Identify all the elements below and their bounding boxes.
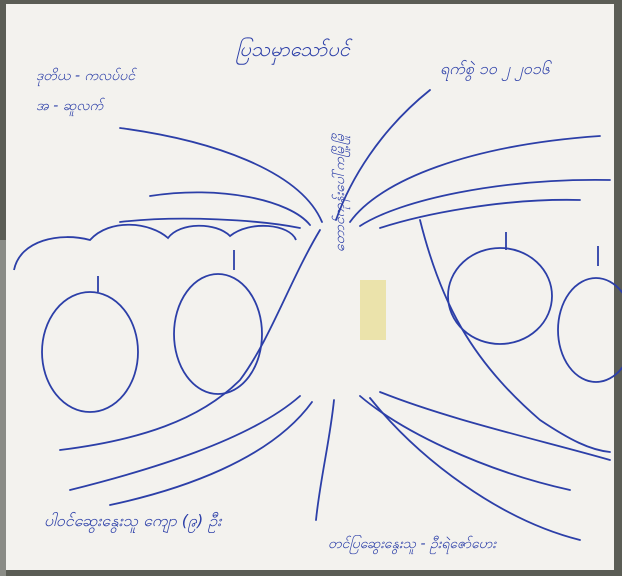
paper-sheet — [6, 4, 614, 570]
branch-upper-right-2 — [359, 178, 611, 227]
highlight-mark — [360, 280, 386, 340]
branch-upper-left-3 — [119, 217, 301, 229]
fruits — [41, 232, 622, 413]
cloud-canopy — [13, 223, 297, 271]
trunk-right-curve — [419, 219, 611, 453]
paper-shadow — [0, 240, 6, 576]
branch-upper-left-1 — [119, 127, 323, 223]
subject-text: အ - ဆူလက် — [36, 98, 104, 114]
branch-lower-right-2 — [369, 397, 581, 541]
branch-upper-left-2 — [149, 191, 311, 226]
page-title: ပြသမှာသော်ပင် — [236, 37, 350, 61]
fruit-right-2 — [557, 277, 622, 383]
date-text: ရက်စွဲ ၁၀ ၂ ၂၀၁၆ — [440, 59, 550, 78]
branch-right-1 — [379, 198, 581, 229]
fruit-left-1 — [41, 291, 139, 413]
branch-lower-left-1 — [69, 395, 301, 491]
branch-lower-left-2 — [109, 401, 313, 506]
branch-lower-right-1 — [359, 395, 571, 491]
footer-presenter: တင်ပြဆွေးနွေးသူ - ဦးရဲဇော်ဟေး — [328, 536, 496, 552]
trunk-left-curve — [59, 229, 321, 451]
fruit-left-2 — [173, 273, 263, 395]
branch-lower-mid — [315, 399, 335, 521]
class-text: ဒုတိယ - ကလပ်ပင် — [36, 68, 136, 84]
fruit-right-1 — [447, 247, 553, 345]
branch-lower-right-3 — [379, 391, 611, 461]
branch-upper-right-1 — [349, 135, 601, 223]
tree-lines — [59, 89, 611, 541]
branch-upper-mid — [335, 89, 431, 221]
center-label: တောင်ကုန်းပေါ်ကမြို့မြို — [332, 134, 348, 252]
footer-participants: ပါဝင်ဆွေးနွေးသူ ကျော (၉) ဦး — [44, 511, 222, 530]
